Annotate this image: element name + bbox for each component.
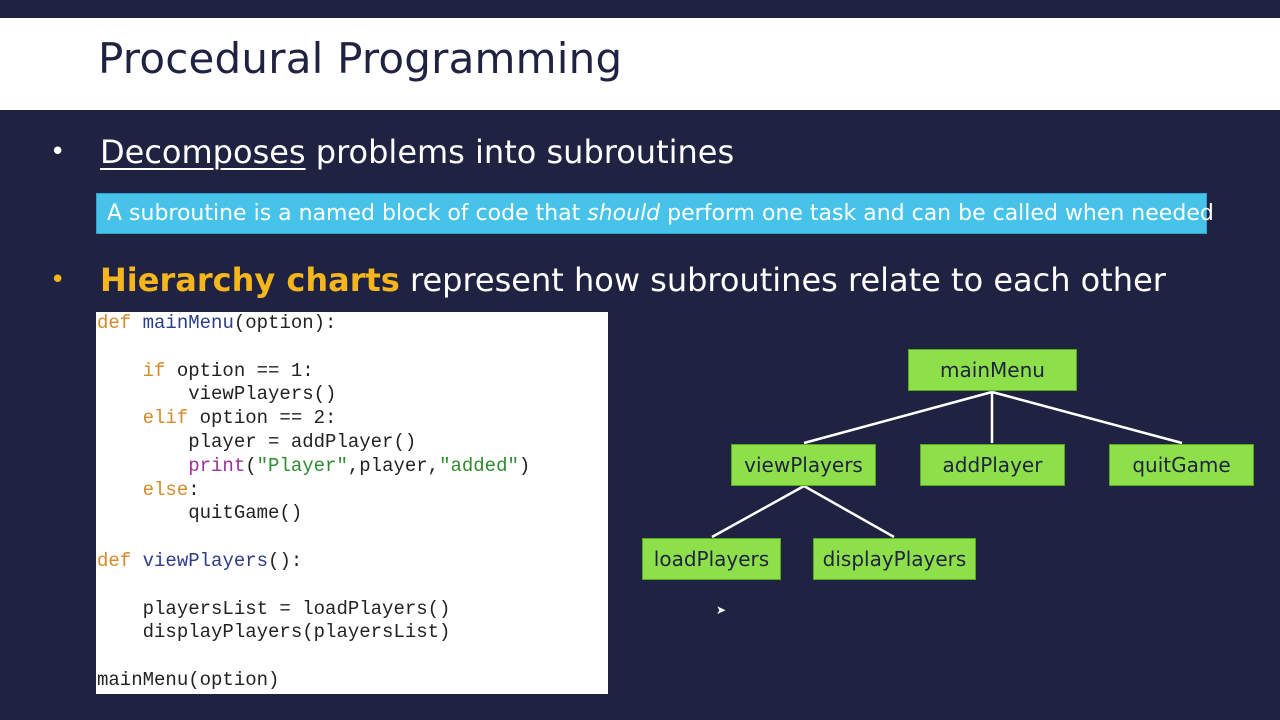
bullet-dot-icon: •: [50, 265, 66, 295]
definition-text-end: perform one task and can be called when …: [660, 201, 1214, 226]
code-text: (option):: [233, 312, 337, 334]
code-text: option == 1:: [165, 359, 314, 382]
bullet-hierarchy: • Hierarchy charts represent how subrout…: [50, 258, 1166, 302]
code-text: ,player,: [347, 454, 440, 477]
bullet2-text: represent how subroutines relate to each…: [399, 261, 1166, 299]
code-text: ): [518, 454, 531, 477]
code-text: :: [188, 478, 200, 501]
code-string: "added": [439, 454, 519, 477]
code-keyword: def: [97, 312, 132, 334]
node-loadplayers: loadPlayers: [642, 538, 781, 580]
code-function-name: mainMenu: [142, 312, 234, 334]
code-text: ():: [268, 549, 303, 572]
bullet1-emphasis: Decomposes: [100, 133, 306, 171]
title-bar: [0, 18, 1280, 110]
slide-title: Procedural Programming: [98, 34, 623, 83]
code-string: "Player": [256, 454, 348, 477]
bullet1-text: problems into subroutines: [305, 133, 735, 171]
code-keyword: elif: [142, 407, 189, 430]
definition-box: A subroutine is a named block of code th…: [96, 193, 1214, 234]
node-quitgame: quitGame: [1109, 444, 1254, 486]
code-text: quitGame(): [188, 502, 303, 525]
code-text: (: [245, 454, 257, 477]
code-text: player = addPlayer(): [188, 430, 417, 453]
node-viewplayers: viewPlayers: [731, 444, 876, 486]
code-builtin: print: [188, 454, 246, 477]
code-function-name: viewPlayers: [142, 549, 269, 572]
connector-line: [711, 484, 805, 539]
node-addplayer: addPlayer: [920, 444, 1065, 486]
connector-line: [803, 390, 993, 445]
connector-line: [991, 390, 1183, 445]
code-text: def mainMenu(option): if option == 1: vi…: [96, 312, 608, 693]
code-text: option == 2:: [188, 407, 337, 430]
bullet2-emphasis: Hierarchy charts: [100, 261, 400, 299]
node-displayplayers: displayPlayers: [813, 538, 976, 580]
mouse-cursor-icon: ➤: [716, 603, 727, 617]
code-keyword: if: [142, 359, 166, 382]
definition-text-start: A subroutine is a named block of code th…: [107, 201, 588, 226]
code-keyword: def: [97, 549, 132, 572]
node-mainmenu: mainMenu: [908, 349, 1077, 391]
connector-line: [803, 484, 895, 539]
bullet-decomposes: • Decomposes problems into subroutines: [50, 130, 734, 174]
code-text: displayPlayers(playersList): [142, 621, 451, 644]
code-keyword: else: [142, 478, 189, 501]
bullet-dot-icon: •: [50, 137, 66, 167]
definition-italic: should: [587, 201, 661, 226]
code-listing: def mainMenu(option): if option == 1: vi…: [96, 312, 608, 694]
top-strip: [0, 0, 1280, 18]
code-text: mainMenu(option): [97, 668, 280, 691]
code-text: playersList = loadPlayers(): [142, 597, 451, 620]
code-text: viewPlayers(): [188, 383, 337, 406]
